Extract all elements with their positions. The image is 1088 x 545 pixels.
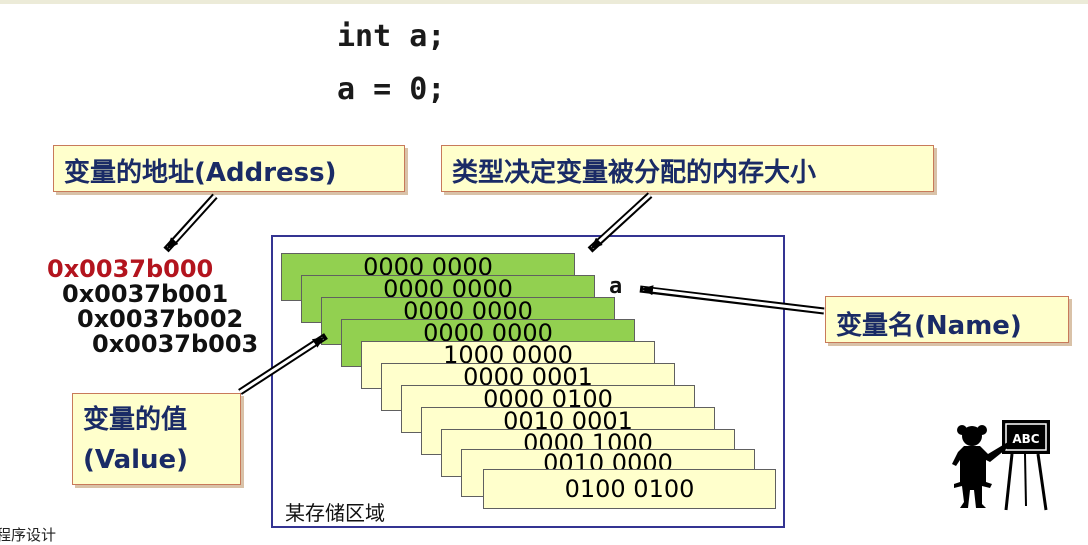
- top-divider: [0, 0, 1088, 4]
- callout-variable-value: 变量的值 (Value): [72, 393, 241, 485]
- footer-course-title: 程序设计: [0, 526, 57, 544]
- address-1: 0x0037b001: [62, 280, 229, 308]
- callout-value-line1: 变量的值: [83, 405, 188, 435]
- board-text: ABC: [1012, 432, 1039, 446]
- address-2: 0x0037b002: [77, 305, 244, 333]
- memory-region-label: 某存储区域: [285, 501, 385, 525]
- callout-variable-name: 变量名(Name): [825, 296, 1069, 343]
- code-line-declaration: int a;: [337, 19, 446, 54]
- memory-cell-last: 0100 0100: [483, 469, 776, 509]
- callout-address: 变量的地址(Address): [53, 145, 405, 192]
- callout-type-size: 类型决定变量被分配的内存大小: [441, 145, 934, 192]
- variable-name-label: a: [609, 274, 623, 299]
- teacher-blackboard-icon: ABC: [952, 420, 1050, 511]
- code-line-assignment: a = 0;: [337, 72, 446, 107]
- address-3: 0x0037b003: [92, 330, 259, 358]
- address-0: 0x0037b000: [47, 255, 214, 283]
- callout-value-line2: (Value): [83, 445, 189, 475]
- arrow-address-to-first-address: [163, 193, 218, 253]
